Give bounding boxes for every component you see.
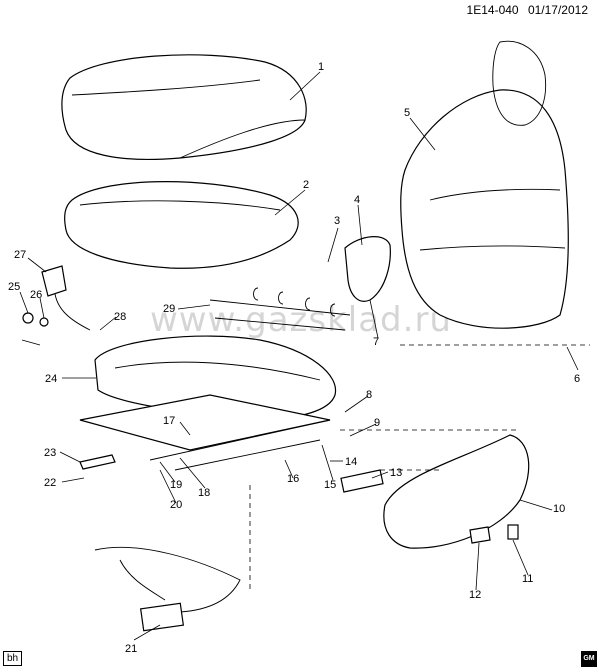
callout-24: 24 xyxy=(45,373,57,385)
gm-logo: GM xyxy=(581,651,597,667)
part-seat-springs xyxy=(209,287,351,331)
callout-26: 26 xyxy=(30,289,42,301)
diagram-date: 01/17/2012 xyxy=(527,3,588,17)
part-cover-23 xyxy=(79,454,116,470)
callout-1: 1 xyxy=(318,61,324,73)
part-cap-11 xyxy=(507,524,519,540)
callout-12: 12 xyxy=(469,589,481,601)
callout-11: 11 xyxy=(522,573,533,585)
callout-9: 9 xyxy=(374,417,380,429)
callout-20: 20 xyxy=(170,499,182,511)
callout-21: 21 xyxy=(125,643,137,655)
callout-2: 2 xyxy=(303,179,309,191)
part-harness-connector xyxy=(139,602,185,632)
callout-8: 8 xyxy=(366,389,372,401)
callout-22: 22 xyxy=(44,477,56,489)
part-side-shield xyxy=(383,434,530,549)
callout-23: 23 xyxy=(44,447,56,459)
part-seat-cushion-cover xyxy=(61,54,307,160)
part-nut-26 xyxy=(39,317,49,327)
callout-15: 15 xyxy=(324,479,336,491)
callout-16: 16 xyxy=(287,473,299,485)
watermark: www.gazsklad.ru xyxy=(150,300,452,340)
corner-badge: bh xyxy=(3,651,23,666)
callout-10: 10 xyxy=(553,503,565,515)
callout-5: 5 xyxy=(404,107,410,119)
part-bolt-25 xyxy=(22,312,34,324)
callout-25: 25 xyxy=(8,281,20,293)
part-cap-12 xyxy=(469,526,491,544)
callout-6: 6 xyxy=(574,373,580,385)
callout-4: 4 xyxy=(354,194,360,206)
callout-27: 27 xyxy=(14,249,26,261)
callout-3: 3 xyxy=(334,215,340,227)
callout-14: 14 xyxy=(345,456,357,468)
callout-17: 17 xyxy=(163,415,175,427)
diagram-header: 1E14-040 01/17/2012 xyxy=(461,3,588,17)
part-side-trim xyxy=(344,236,391,302)
callout-13: 13 xyxy=(390,467,402,479)
callout-19: 19 xyxy=(170,479,182,491)
diagram-code: 1E14-040 xyxy=(466,3,519,17)
part-seat-switch xyxy=(340,469,384,493)
part-seatback xyxy=(400,89,569,329)
part-wiring-harness xyxy=(94,546,241,613)
part-seat-belt-buckle xyxy=(41,265,67,297)
part-seat-cushion-pad xyxy=(64,181,299,269)
callout-29: 29 xyxy=(163,303,175,315)
callout-7: 7 xyxy=(373,336,379,348)
callout-18: 18 xyxy=(198,487,210,499)
callout-28: 28 xyxy=(114,311,126,323)
